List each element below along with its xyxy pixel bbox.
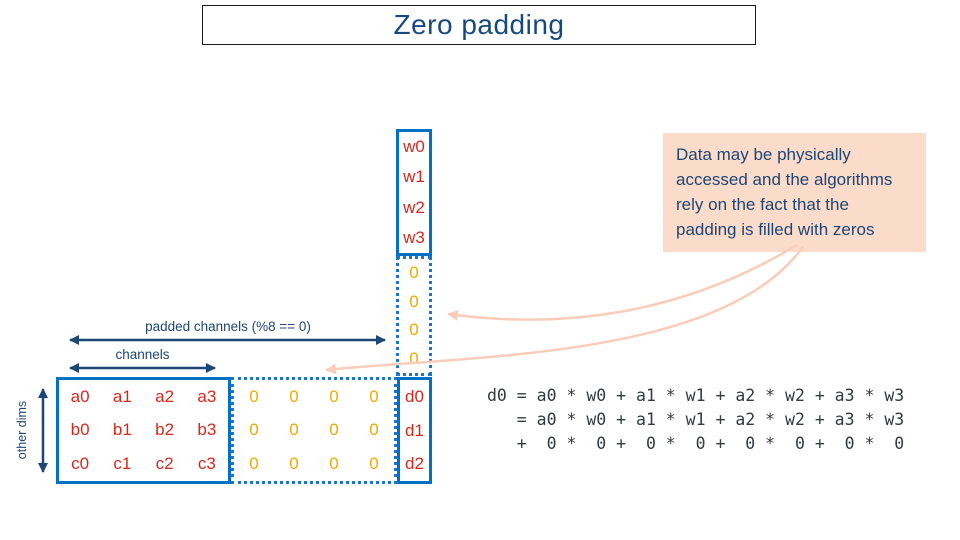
data-cell: c3 bbox=[197, 454, 216, 474]
weight-cell: w3 bbox=[403, 227, 425, 247]
weight-cell: w1 bbox=[403, 167, 425, 187]
weights-column-box: w0 w1 w2 w3 bbox=[396, 129, 432, 256]
padding-zero-cell: 0 bbox=[409, 291, 419, 311]
output-cell: d1 bbox=[405, 420, 424, 440]
weights-padding-box: 0 0 0 0 bbox=[396, 256, 432, 376]
data-cell: b1 bbox=[112, 420, 132, 440]
padding-zero-cell: 0 bbox=[249, 386, 259, 406]
title-box: Zero padding bbox=[202, 5, 756, 45]
padding-zero-cell: 0 bbox=[369, 420, 379, 440]
note-text: Data may be physically accessed and the … bbox=[676, 145, 893, 239]
note-arrow-to-weights-padding bbox=[447, 243, 798, 321]
padding-zero-cell: 0 bbox=[409, 348, 419, 368]
padding-zero-cell: 0 bbox=[289, 386, 299, 406]
equation-line: + 0 * 0 + 0 * 0 + 0 * 0 + 0 * 0 bbox=[487, 434, 905, 453]
padded-channels-label: padded channels (%8 == 0) bbox=[145, 319, 311, 334]
padding-zero-cell: 0 bbox=[369, 386, 379, 406]
data-cell: c0 bbox=[71, 454, 90, 474]
data-cell: a2 bbox=[155, 386, 175, 406]
other-dims-label: other dims bbox=[15, 400, 29, 460]
data-cell: b0 bbox=[70, 420, 90, 440]
output-column-box: d0 d1 d2 bbox=[397, 377, 432, 484]
padding-zero-cell: 0 bbox=[289, 454, 299, 474]
equation-line: = a0 * w0 + a1 * w1 + a2 * w2 + a3 * w3 bbox=[487, 410, 905, 429]
output-cell: d0 bbox=[405, 386, 424, 406]
data-cell: a3 bbox=[197, 386, 217, 406]
note-callout: Data may be physically accessed and the … bbox=[663, 133, 926, 252]
data-padding-box: 0 0 0 0 0 0 0 0 0 0 0 0 bbox=[231, 377, 397, 484]
output-cell: d2 bbox=[405, 454, 424, 474]
data-cell: c2 bbox=[155, 454, 174, 474]
data-cell: c1 bbox=[113, 454, 132, 474]
equation-block: d0 = a0 * w0 + a1 * w1 + a2 * w2 + a3 * … bbox=[487, 384, 904, 456]
data-matrix-box: a0 a1 a2 a3 b0 b1 b2 b3 c0 c1 c2 c3 bbox=[56, 377, 231, 484]
equation-line: d0 = a0 * w0 + a1 * w1 + a2 * w2 + a3 * … bbox=[487, 386, 905, 405]
data-cell: a1 bbox=[112, 386, 132, 406]
weight-cell: w2 bbox=[403, 197, 425, 217]
padding-zero-cell: 0 bbox=[329, 386, 339, 406]
data-cell: a0 bbox=[70, 386, 90, 406]
padding-zero-cell: 0 bbox=[249, 420, 259, 440]
padding-zero-cell: 0 bbox=[409, 263, 419, 283]
data-cell: b3 bbox=[197, 420, 217, 440]
padding-zero-cell: 0 bbox=[369, 454, 379, 474]
weight-cell: w0 bbox=[403, 137, 425, 157]
padding-zero-cell: 0 bbox=[249, 454, 259, 474]
padding-zero-cell: 0 bbox=[289, 420, 299, 440]
channels-label: channels bbox=[115, 347, 170, 362]
padding-zero-cell: 0 bbox=[409, 320, 419, 340]
padding-zero-cell: 0 bbox=[329, 420, 339, 440]
page-title: Zero padding bbox=[393, 9, 565, 40]
padding-zero-cell: 0 bbox=[329, 454, 339, 474]
data-cell: b2 bbox=[155, 420, 175, 440]
